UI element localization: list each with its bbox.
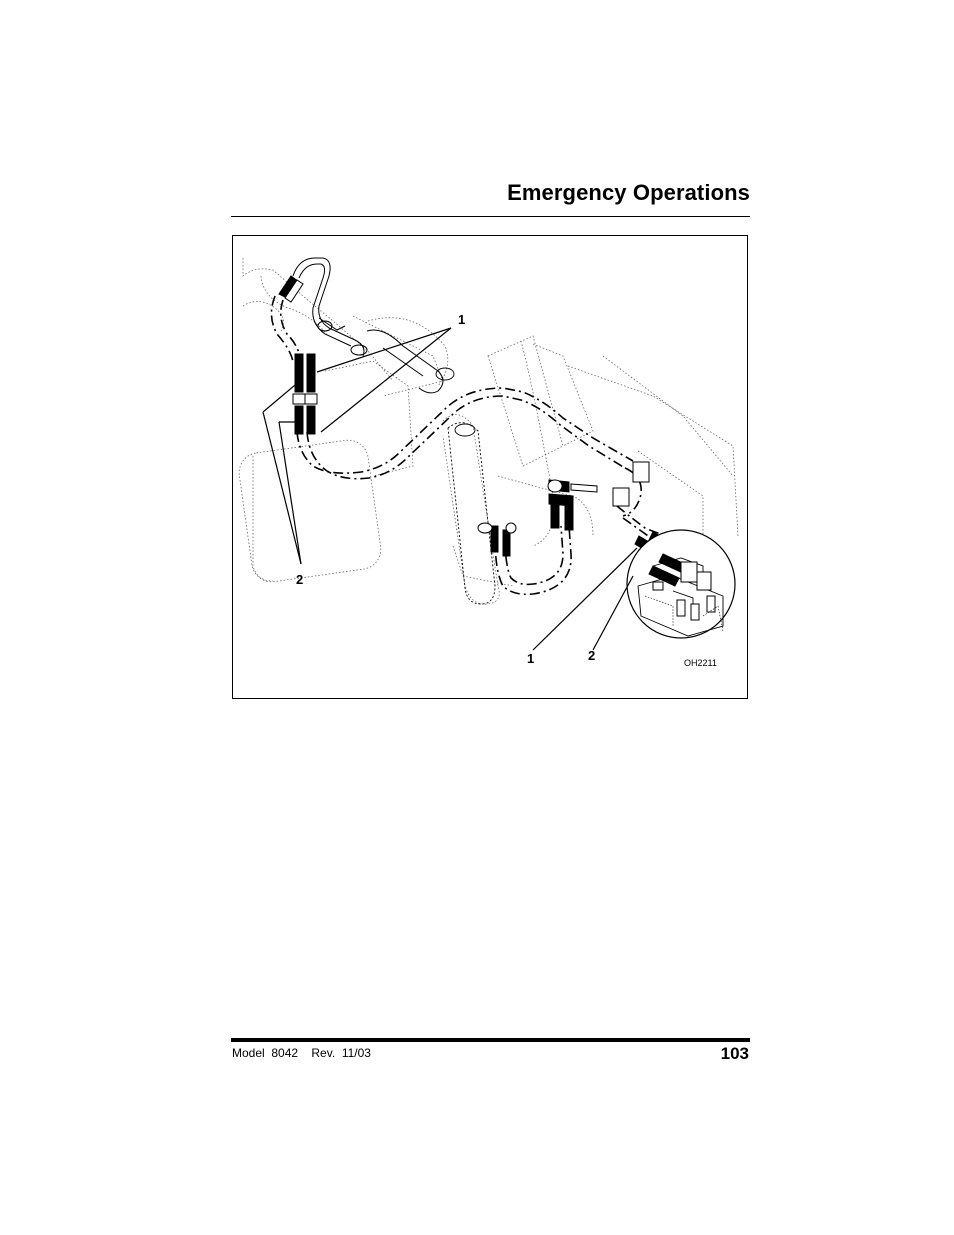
cylinders — [435, 367, 496, 605]
footer-revision: Rev. 11/03 — [311, 1046, 371, 1060]
footer-model-revision: Model 8042 Rev. 11/03 — [232, 1046, 371, 1060]
footer-divider — [231, 1038, 750, 1042]
hydraulic-hose-illustration: 1 2 1 2 OH2211 — [232, 235, 748, 699]
hose-fittings — [278, 275, 704, 573]
page-title: Emergency Operations — [507, 180, 750, 205]
hose-diagram-svg: 1 2 1 2 OH2211 — [238, 257, 739, 668]
callout-1-bottom: 1 — [527, 651, 534, 666]
page-number: 103 — [720, 1044, 749, 1063]
footer-model: Model 8042 — [232, 1046, 299, 1060]
callout-leader-lines — [262, 327, 638, 651]
callout-2-left: 2 — [296, 572, 303, 587]
title-divider — [231, 216, 750, 217]
hose-routes — [270, 295, 674, 596]
valve-detail-inset — [626, 529, 736, 639]
figure-id: OH2211 — [684, 658, 717, 668]
callout-1-top: 1 — [458, 312, 465, 327]
callout-2-bottom: 2 — [588, 648, 595, 663]
